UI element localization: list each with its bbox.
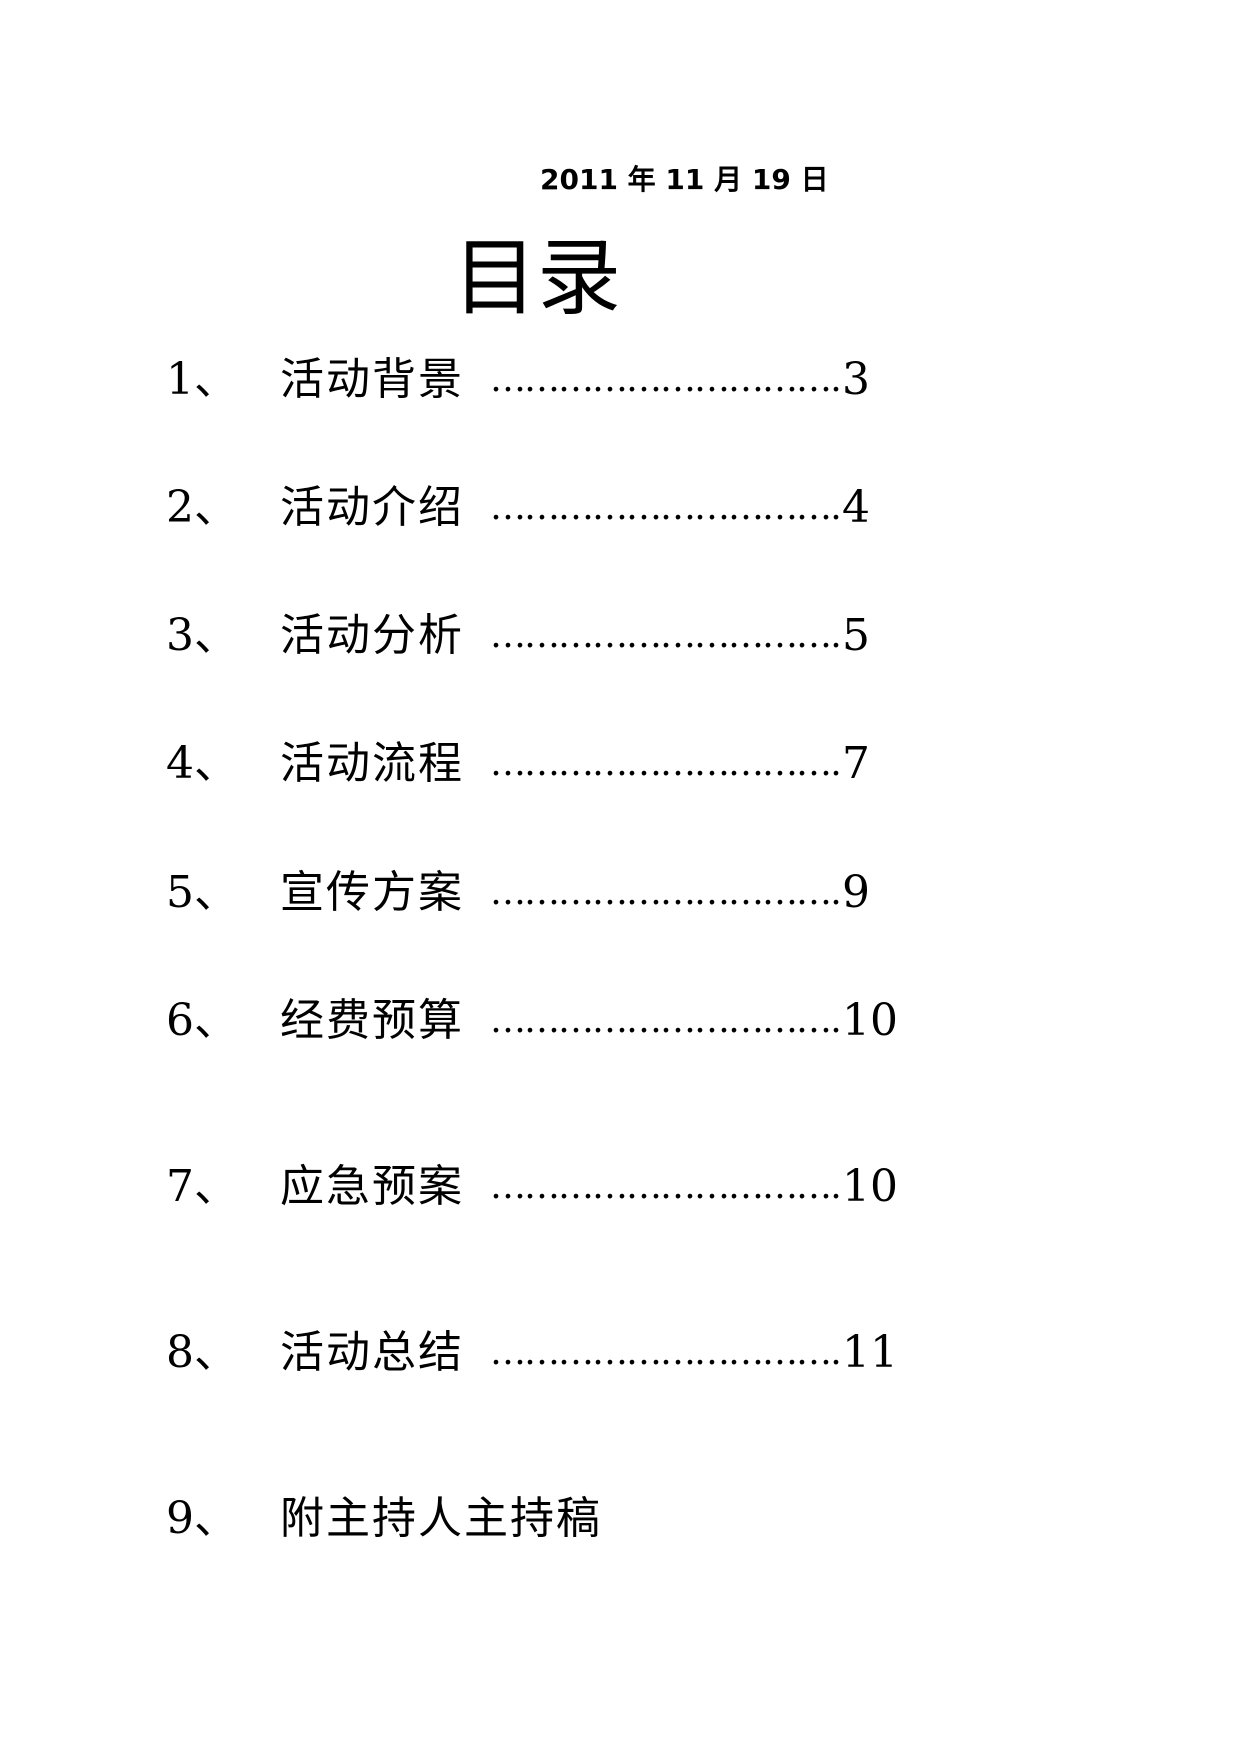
toc-number: 2、 — [166, 482, 238, 533]
document-date: 2011 年 11 月 19 日 — [540, 163, 829, 196]
toc-text: 活动分析 — [280, 610, 464, 661]
toc-number: 3、 — [166, 610, 238, 661]
toc-item-1: 1、 活动背景 …………………………… 3 — [166, 350, 870, 410]
toc-text: 经费预算 — [280, 995, 464, 1046]
toc-text: 活动总结 — [280, 1327, 464, 1378]
toc-item-7: 7、 应急预案 …………………………… 10 — [166, 1157, 898, 1217]
toc-page-number: 4 — [842, 482, 870, 533]
toc-page-number: 10 — [842, 1161, 898, 1212]
toc-page-number: 5 — [842, 610, 870, 661]
toc-page-number: 11 — [842, 1327, 898, 1378]
toc-number: 5、 — [166, 867, 238, 918]
toc-number: 7、 — [166, 1161, 238, 1212]
toc-item-6: 6、 经费预算 …………………………… 10 — [166, 991, 898, 1051]
toc-leader-dots: …………………………… — [490, 487, 842, 528]
toc-number: 6、 — [166, 995, 238, 1046]
toc-text: 活动介绍 — [280, 482, 464, 533]
toc-leader-dots: …………………………… — [490, 1000, 842, 1041]
toc-page-number: 3 — [842, 354, 870, 405]
toc-item-8: 8、 活动总结 …………………………… 11 — [166, 1323, 898, 1383]
toc-text: 活动流程 — [280, 738, 464, 789]
toc-number: 1、 — [166, 354, 238, 405]
toc-text: 附主持人主持稿 — [280, 1493, 602, 1544]
toc-item-2: 2、 活动介绍 …………………………… 4 — [166, 478, 870, 538]
page-title: 目录 — [453, 229, 622, 327]
toc-number: 4、 — [166, 738, 238, 789]
toc-item-9: 9、 附主持人主持稿 — [166, 1489, 602, 1549]
toc-number: 9、 — [166, 1493, 238, 1544]
toc-leader-dots: …………………………… — [490, 872, 842, 913]
toc-item-4: 4、 活动流程 …………………………… 7 — [166, 734, 870, 794]
toc-leader-dots: …………………………… — [490, 743, 842, 784]
toc-text: 宣传方案 — [280, 867, 464, 918]
toc-page-number: 10 — [842, 995, 898, 1046]
toc-leader-dots: …………………………… — [490, 1332, 842, 1373]
toc-leader-dots: …………………………… — [490, 615, 842, 656]
toc-number: 8、 — [166, 1327, 238, 1378]
toc-item-5: 5、 宣传方案 …………………………… 9 — [166, 863, 870, 923]
toc-page-number: 9 — [842, 867, 870, 918]
toc-leader-dots: …………………………… — [490, 1166, 842, 1207]
toc-page-number: 7 — [842, 738, 870, 789]
toc-text: 活动背景 — [280, 354, 464, 405]
toc-item-3: 3、 活动分析 …………………………… 5 — [166, 606, 870, 666]
toc-text: 应急预案 — [280, 1161, 464, 1212]
toc-leader-dots: …………………………… — [490, 359, 842, 400]
